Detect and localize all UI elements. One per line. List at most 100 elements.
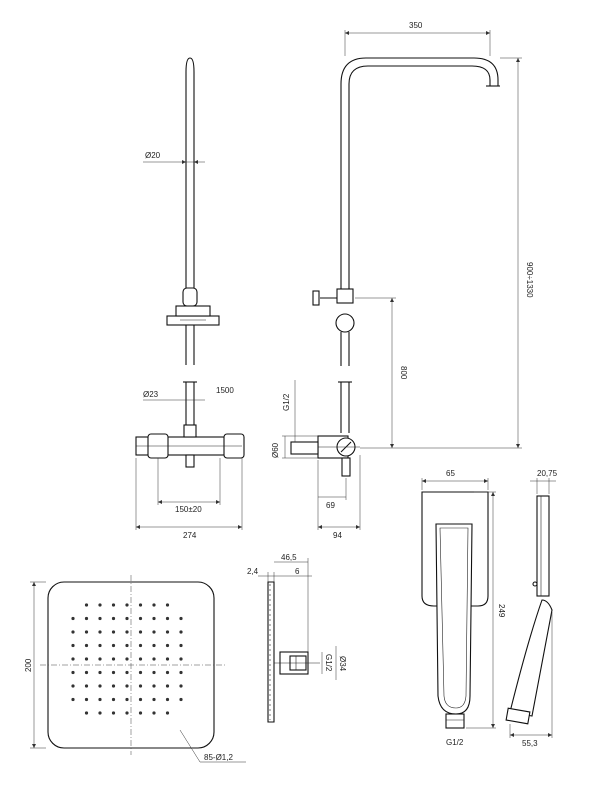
dim-height-range: 900÷1330 (525, 262, 534, 298)
nozzle-dot (84, 616, 89, 621)
rail-stub (185, 382, 195, 425)
nozzle-dot (111, 697, 116, 702)
nozzle-dot (71, 684, 75, 688)
nozzle-dot (71, 697, 75, 702)
nozzle-dot (138, 670, 143, 675)
nozzle-dot (165, 684, 170, 688)
dim-inlet-thread: G1/2 (282, 393, 291, 411)
nozzle-dot (98, 616, 102, 621)
nozzle-dot (165, 711, 170, 715)
nozzle-dot (98, 630, 102, 634)
handshower-side-body (509, 599, 553, 717)
nozzle-dot (84, 657, 89, 661)
side-holder (335, 313, 355, 333)
dim-handshower-side-depth: 55,3 (522, 739, 538, 748)
dim-spacing: 150±20 (175, 505, 202, 514)
nozzle-dot (111, 616, 116, 621)
nozzle-dot (165, 603, 170, 607)
handshower-side-bracket (536, 495, 550, 597)
nozzle-dot (165, 643, 170, 648)
headshower-plate (267, 581, 275, 723)
dim-head-connector: Ø34 (338, 656, 347, 672)
dim-handshower-thread: G1/2 (446, 738, 464, 747)
side-outlet (341, 457, 351, 477)
nozzle-dot (152, 684, 156, 688)
side-view: 350 900÷1330 800 G1/2 Ø60 (271, 21, 534, 540)
dim-mixer-diameter: Ø23 (143, 390, 159, 399)
nozzle-dot (71, 643, 75, 648)
nozzle-dot (111, 603, 116, 607)
nozzle-dot (98, 684, 102, 688)
dim-handshower-width: 65 (446, 469, 455, 478)
nozzle-dot (71, 616, 75, 621)
nozzle-dot (84, 684, 89, 688)
handshower-side-view: 20,75 55,3 (505, 469, 558, 748)
nozzle-dot (125, 616, 129, 621)
nozzle-dot (138, 603, 143, 607)
mixer-top-outlet (183, 424, 197, 438)
nozzle-dot (98, 603, 102, 607)
nozzle-dot (179, 657, 183, 661)
dim-rail-length: 1500 (216, 386, 234, 395)
nozzle-dot (138, 697, 143, 702)
nozzle-dot (125, 684, 129, 688)
nozzle-dot (84, 697, 89, 702)
dim-handshower-length: 249 (497, 604, 506, 618)
nozzle-dot (152, 643, 156, 648)
nozzle-dot (125, 643, 129, 648)
nozzle-dot (152, 616, 156, 621)
handshower-side-nozzle (505, 707, 531, 725)
nozzle-dot (71, 630, 75, 634)
headshower-top-view: 200 85-Ø1,2 (24, 575, 246, 763)
nozzle-dot (111, 670, 116, 675)
nozzle-dot (138, 643, 143, 648)
side-inlet (290, 441, 319, 455)
nozzle-dot (152, 711, 156, 715)
slider-holder (166, 315, 220, 326)
nozzle-dot (165, 697, 170, 702)
nozzle-dot (165, 670, 170, 675)
nozzle-dot (165, 616, 170, 621)
front-view: Ø20 Ø23 1500 150±20 274 (135, 57, 245, 540)
nozzle-dot (138, 630, 143, 634)
nozzle-dot (111, 711, 116, 715)
handshower-body (435, 523, 473, 715)
dim-slider-height: 800 (399, 366, 408, 380)
headshower-side-view: 2,4 6 46,5 G1/2 Ø34 (247, 553, 347, 723)
nozzle-dot (98, 670, 102, 675)
nozzle-dot (111, 630, 116, 634)
handshower-front-view: G1/2 65 249 (421, 469, 506, 747)
nozzle-dot (84, 643, 89, 648)
side-slider (336, 288, 354, 304)
nozzle-dot (125, 630, 129, 634)
riser-pipe (340, 57, 499, 290)
nozzle-dot (71, 657, 75, 661)
nozzle-dot (152, 630, 156, 634)
slider-clamp (175, 305, 211, 317)
nozzle-dot (84, 711, 89, 715)
nozzle-dot (138, 684, 143, 688)
dim-top-width: 350 (409, 21, 423, 30)
side-slider-knob (312, 290, 320, 306)
nozzle-dot (84, 630, 89, 634)
nozzle-dot (125, 670, 129, 675)
dim-depth-69: 69 (326, 501, 335, 510)
nozzle-dot (98, 697, 102, 702)
slider-knob (182, 287, 198, 307)
nozzle-dot (138, 657, 143, 661)
nozzle-dot (98, 657, 102, 661)
dim-rail-diameter: Ø20 (145, 151, 161, 160)
nozzle-dot (165, 657, 170, 661)
nozzle-dot (84, 670, 89, 675)
handshower-connector (445, 713, 465, 729)
nozzle-dot (138, 616, 143, 621)
handshower-side-button (532, 581, 538, 587)
dim-mixer-diameter-side: Ø60 (271, 442, 280, 458)
nozzle-dot (125, 697, 129, 702)
nozzle-dot (84, 603, 89, 607)
nozzle-dot (165, 630, 170, 634)
nozzle-dot (179, 697, 183, 702)
nozzle-dot (125, 603, 129, 607)
nozzle-dot (152, 670, 156, 675)
